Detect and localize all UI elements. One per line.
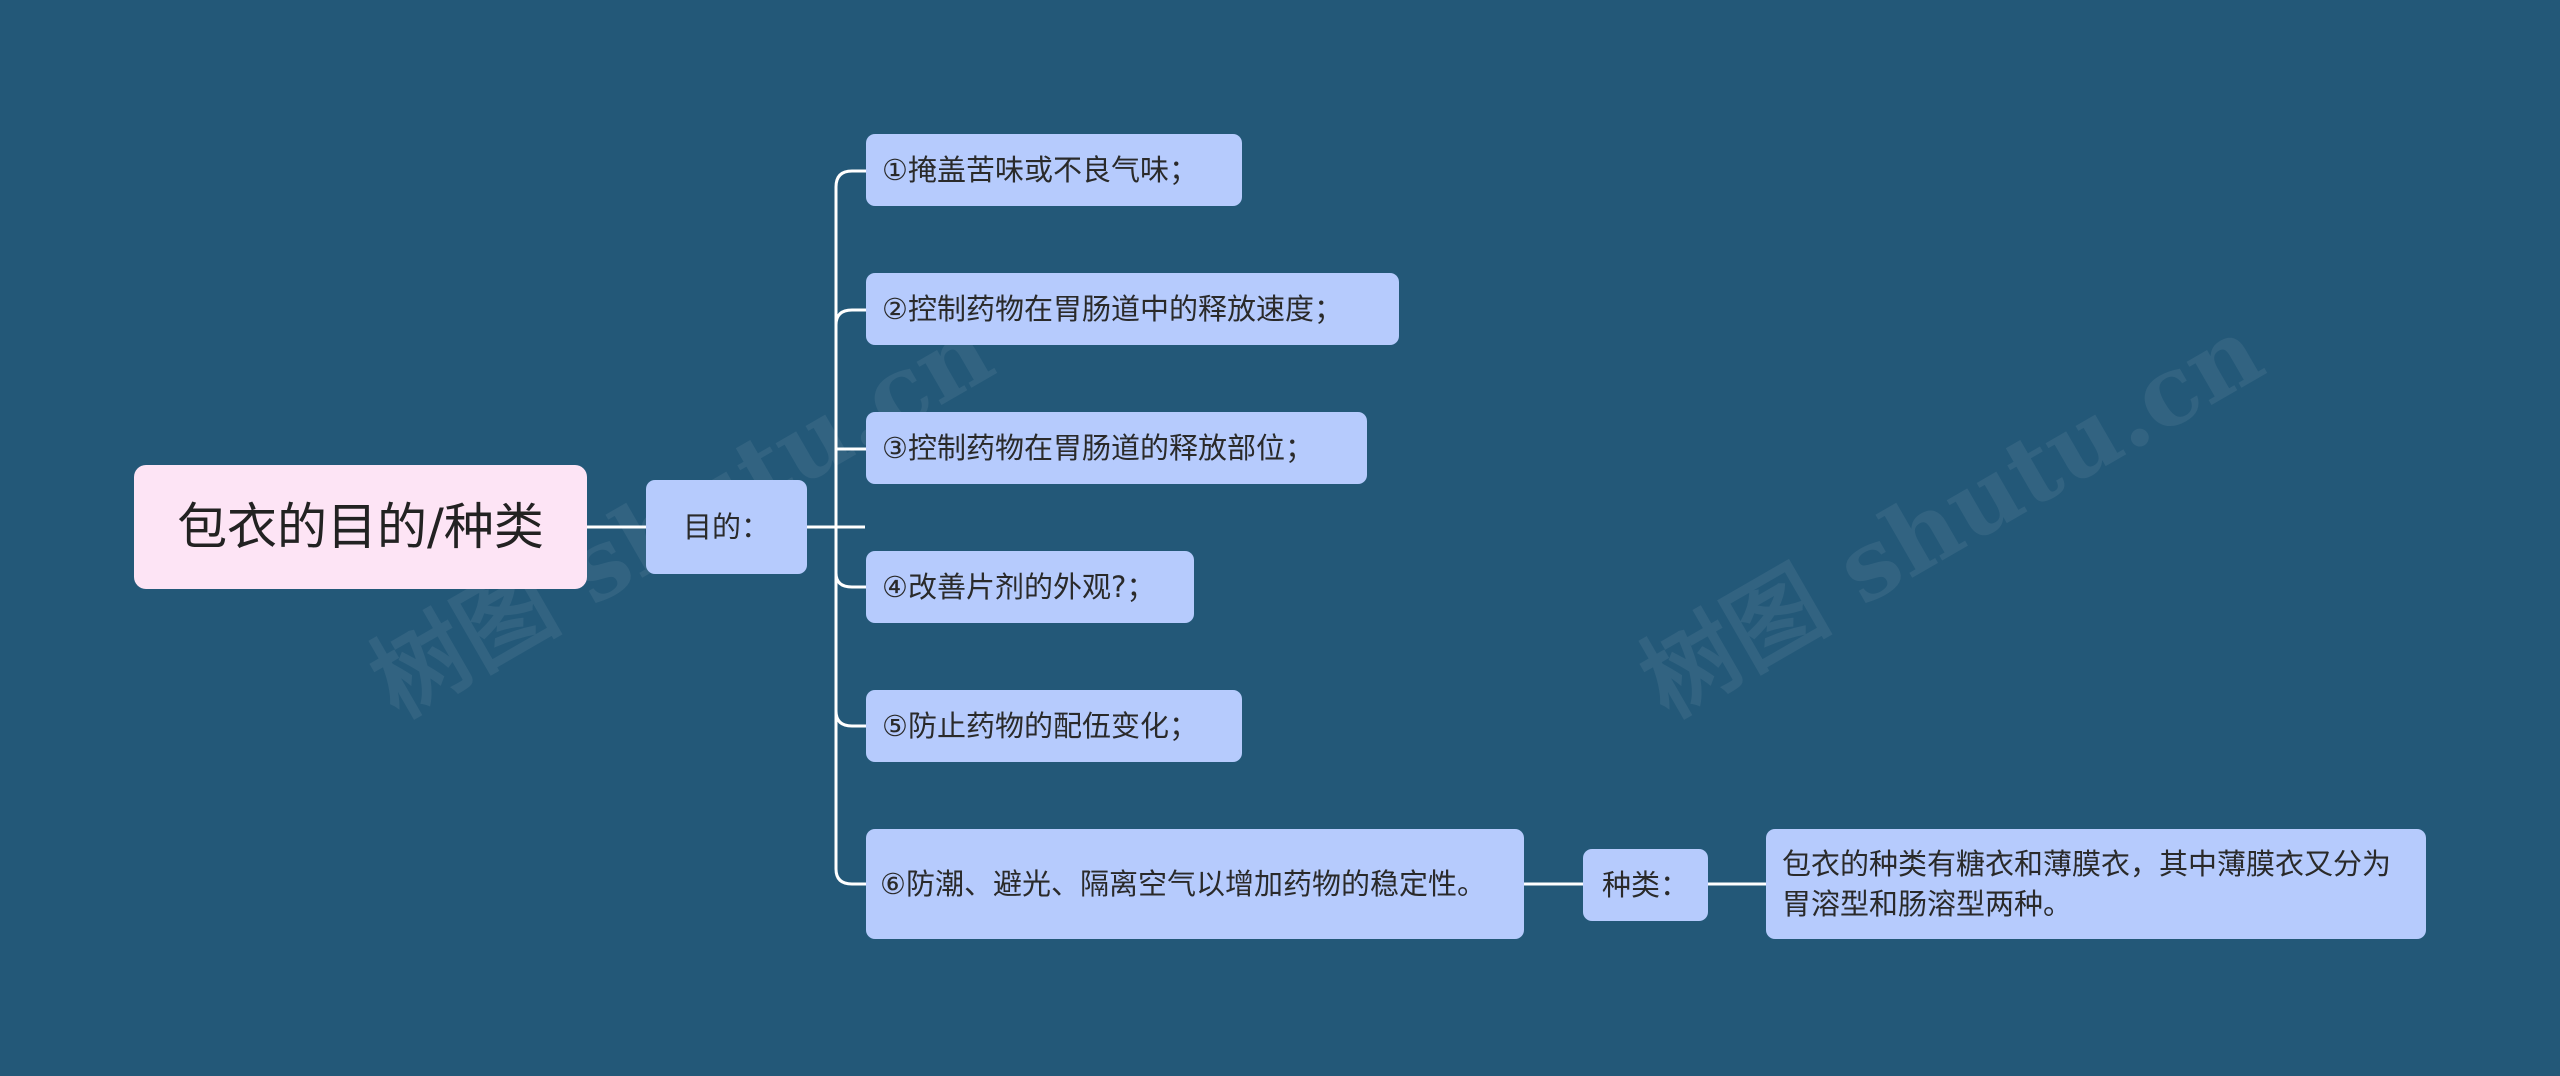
link-branch-5 (834, 527, 866, 728)
purpose-item-3[interactable]: ③控制药物在胃肠道的释放部位； (866, 412, 1367, 484)
purpose-item-1[interactable]: ①掩盖苦味或不良气味； (866, 134, 1242, 206)
purpose-item-label: ⑥防潮、避光、隔离空气以增加药物的稳定性。 (880, 867, 1486, 901)
purpose-item-label: ④改善片剂的外观?； (882, 570, 1156, 604)
link-branch-1 (834, 169, 866, 529)
purpose-item-4[interactable]: ④改善片剂的外观?； (866, 551, 1194, 623)
root-label: 包衣的目的/种类 (177, 498, 544, 556)
link-branch-4 (834, 572, 866, 589)
purpose-item-6[interactable]: ⑥防潮、避光、隔离空气以增加药物的稳定性。 (866, 829, 1524, 939)
purpose-item-label: ⑤防止药物的配伍变化； (882, 709, 1198, 743)
purpose-label: 目的： (682, 510, 770, 544)
types-label: 种类： (1601, 868, 1689, 902)
purpose-item-label: ①掩盖苦味或不良气味； (882, 153, 1198, 187)
purpose-item-5[interactable]: ⑤防止药物的配伍变化； (866, 690, 1242, 762)
purpose-item-label: ③控制药物在胃肠道的释放部位； (882, 431, 1314, 465)
link-branch-6 (834, 711, 866, 886)
purpose-item-2[interactable]: ②控制药物在胃肠道中的释放速度； (866, 273, 1399, 345)
purpose-node[interactable]: 目的： (646, 480, 807, 574)
link-branch-2 (834, 308, 866, 326)
purpose-item-label: ②控制药物在胃肠道中的释放速度； (882, 292, 1343, 326)
types-desc-label: 包衣的种类有糖衣和薄膜衣，其中薄膜衣又分为胃溶型和肠溶型两种。 (1782, 847, 2392, 921)
types-node[interactable]: 种类： (1583, 849, 1708, 921)
types-desc-node[interactable]: 包衣的种类有糖衣和薄膜衣，其中薄膜衣又分为胃溶型和肠溶型两种。 (1766, 829, 2426, 939)
root-node[interactable]: 包衣的目的/种类 (134, 465, 587, 589)
